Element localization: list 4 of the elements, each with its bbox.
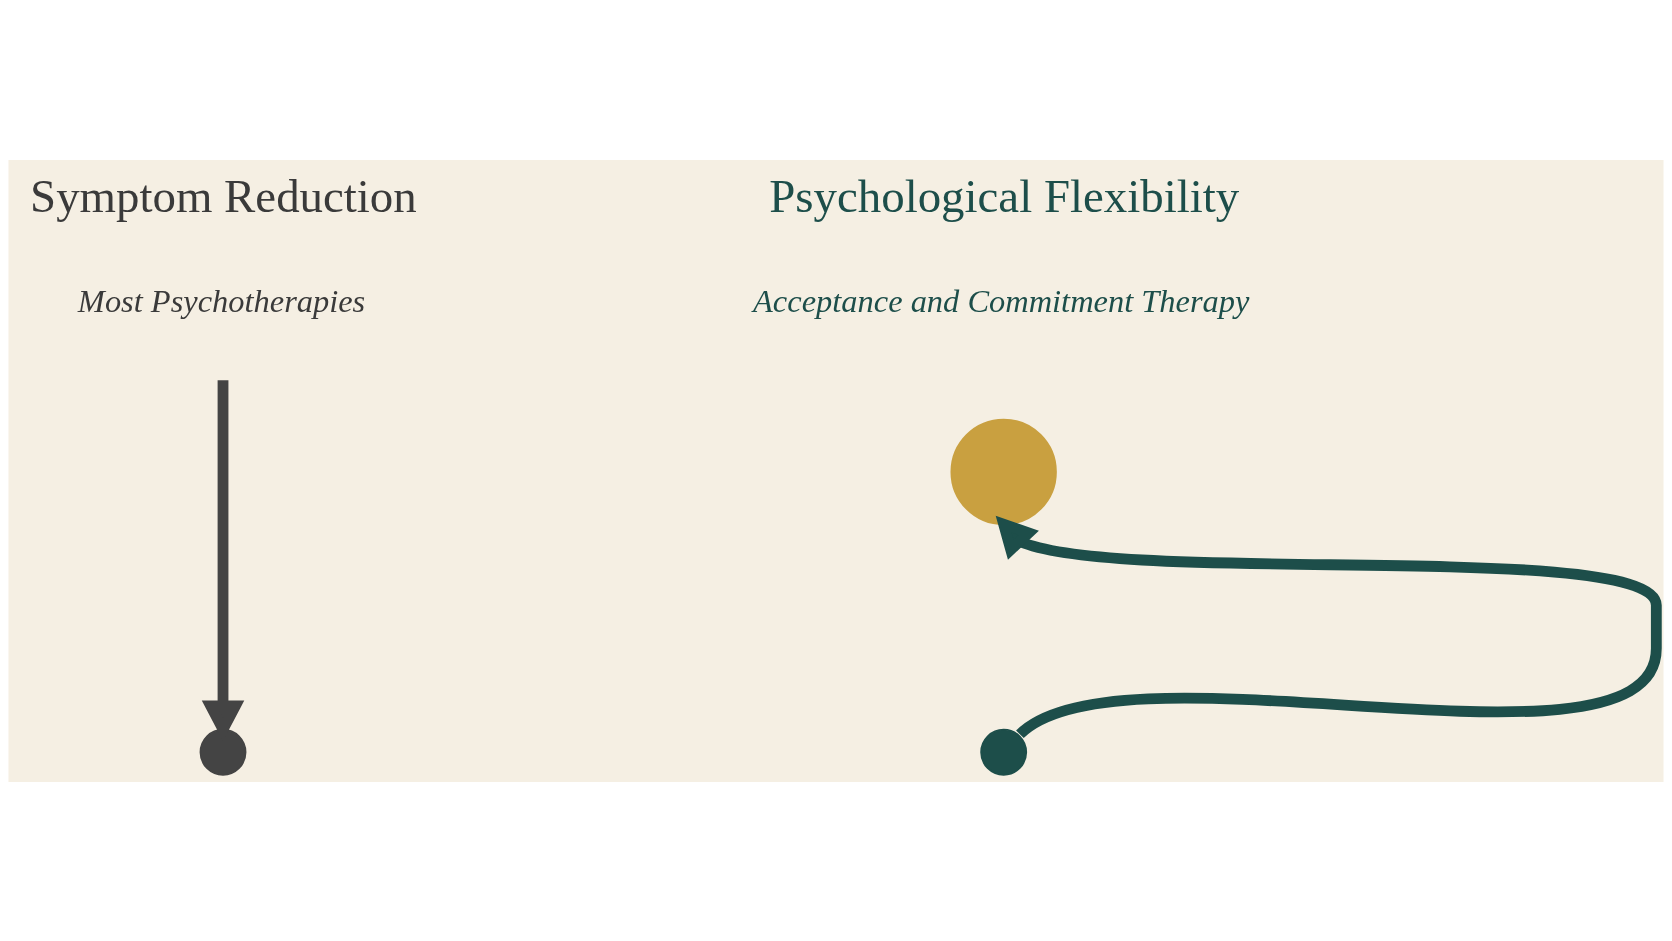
label: Symptom Reduction <box>30 169 417 222</box>
label: Most Psychotherapies <box>77 282 366 319</box>
label: Psychological Flexibility <box>769 169 1240 222</box>
label: Acceptance and Commitment Therapy <box>753 282 1250 319</box>
